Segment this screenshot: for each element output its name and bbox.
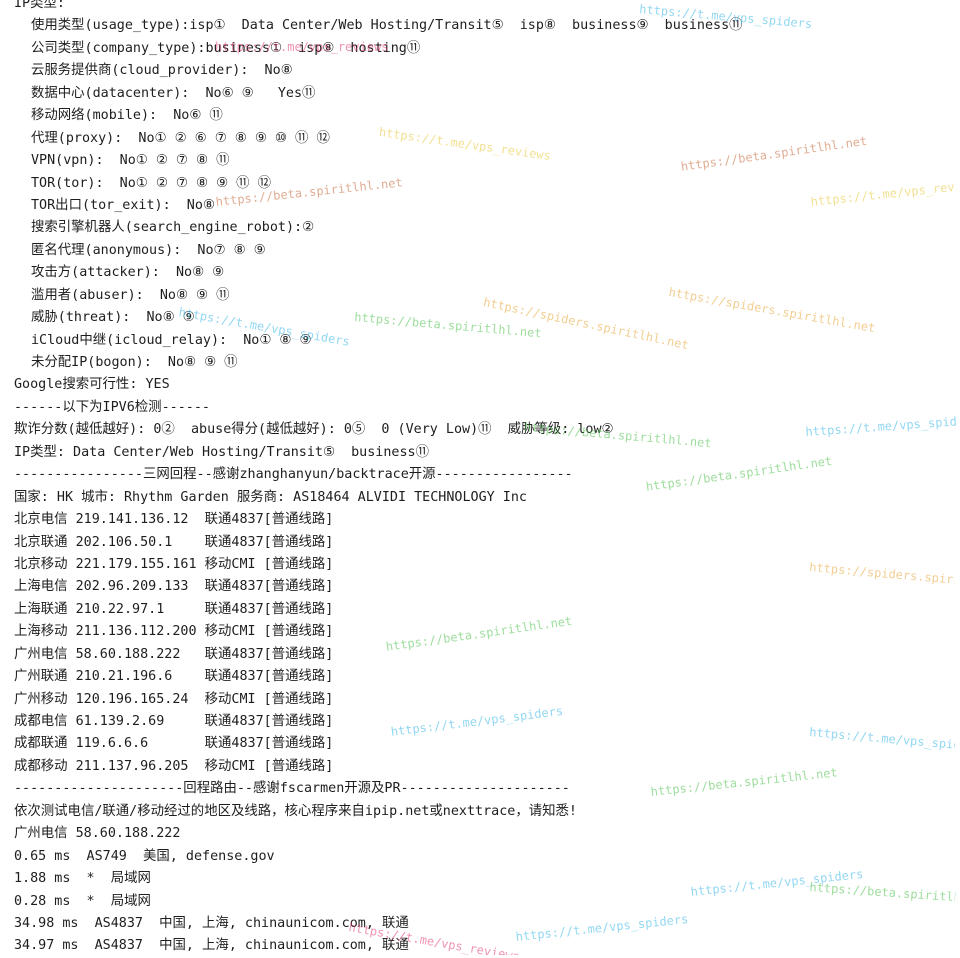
terminal-line: 搜索引擎机器人(search_engine_robot):② <box>31 220 315 236</box>
terminal-line: 依次测试电信/联通/移动经过的地区及线路，核心程序来自ipip.net或next… <box>14 803 577 819</box>
terminal-line: 广州电信 58.60.188.222 <box>14 826 181 842</box>
terminal-line: 北京电信 219.141.136.12 联通4837[普通线路] <box>14 512 334 528</box>
terminal-line: 广州电信 58.60.188.222 联通4837[普通线路] <box>14 646 334 662</box>
terminal-line: 上海联通 210.22.97.1 联通4837[普通线路] <box>14 601 334 617</box>
terminal-line: 数据中心(datacenter): No⑥ ⑨ Yes⑪ <box>31 85 316 101</box>
terminal-line: 国家: HK 城市: Rhythm Garden 服务商: AS18464 AL… <box>14 489 527 505</box>
terminal-line: 上海电信 202.96.209.133 联通4837[普通线路] <box>14 579 334 595</box>
terminal-line: 北京联通 202.106.50.1 联通4837[普通线路] <box>14 534 334 550</box>
terminal-line: IP类型: <box>14 0 65 11</box>
terminal-line: ----------------三网回程--感谢zhanghanyun/back… <box>14 467 573 483</box>
terminal-line: 0.28 ms * 局域网 <box>14 893 151 909</box>
terminal-line: 成都联通 119.6.6.6 联通4837[普通线路] <box>14 736 334 752</box>
terminal-line: iCloud中继(icloud_relay): No① ⑧ ⑨ <box>31 332 312 348</box>
terminal-line: TOR出口(tor_exit): No⑧ <box>31 197 215 213</box>
terminal-line: 34.98 ms AS4837 中国, 上海, chinaunicom.com,… <box>14 915 409 931</box>
terminal-line: 1.88 ms * 局域网 <box>14 871 151 887</box>
terminal-line: 滥用者(abuser): No⑧ ⑨ ⑪ <box>31 287 230 303</box>
terminal-line: 匿名代理(anonymous): No⑦ ⑧ ⑨ <box>31 242 266 258</box>
terminal-output: IP类型: 使用类型(usage_type):isp① Data Center/W… <box>14 0 954 958</box>
terminal-line: 北京移动 221.179.155.161 移动CMI [普通线路] <box>14 556 334 572</box>
terminal-line: 广州联通 210.21.196.6 联通4837[普通线路] <box>14 669 334 685</box>
terminal-line: VPN(vpn): No① ② ⑦ ⑧ ⑪ <box>31 153 230 169</box>
terminal-line: 欺诈分数(越低越好): 0② abuse得分(越低越好): 0⑤ 0 (Very… <box>14 422 614 438</box>
terminal-line: Google搜索可行性: YES <box>14 377 170 393</box>
terminal-line: ------以下为IPV6检测------ <box>14 399 210 415</box>
terminal-line: 公司类型(company_type):business① isp⑧ hostin… <box>31 40 421 56</box>
terminal-line: ---------------------回程路由--感谢fscarmen开源及… <box>14 781 570 797</box>
terminal-line: 成都移动 211.137.96.205 移动CMI [普通线路] <box>14 758 334 774</box>
terminal-line: 使用类型(usage_type):isp① Data Center/Web Ho… <box>31 18 743 34</box>
terminal-line: IP类型: Data Center/Web Hosting/Transit⑤ b… <box>14 444 429 460</box>
terminal-line: 移动网络(mobile): No⑥ ⑪ <box>31 108 223 124</box>
terminal-line: 34.97 ms AS4837 中国, 上海, chinaunicom.com,… <box>14 938 409 954</box>
terminal-line: 上海移动 211.136.112.200 移动CMI [普通线路] <box>14 624 334 640</box>
terminal-line: 未分配IP(bogon): No⑧ ⑨ ⑪ <box>31 355 238 370</box>
terminal-line: TOR(tor): No① ② ⑦ ⑧ ⑨ ⑪ ⑫ <box>31 175 271 191</box>
terminal-line: 攻击方(attacker): No⑧ ⑨ <box>31 265 225 281</box>
terminal-line: 0.65 ms AS749 美国, defense.gov <box>14 848 275 864</box>
terminal-line: 威胁(threat): No⑧ ⑨ <box>31 310 195 326</box>
terminal-line: 广州移动 120.196.165.24 移动CMI [普通线路] <box>14 691 334 707</box>
terminal-line: 成都电信 61.139.2.69 联通4837[普通线路] <box>14 714 334 729</box>
terminal-line: 云服务提供商(cloud_provider): No⑧ <box>31 63 293 79</box>
terminal-line: 代理(proxy): No① ② ⑥ ⑦ ⑧ ⑨ ⑩ ⑪ ⑫ <box>31 130 330 146</box>
